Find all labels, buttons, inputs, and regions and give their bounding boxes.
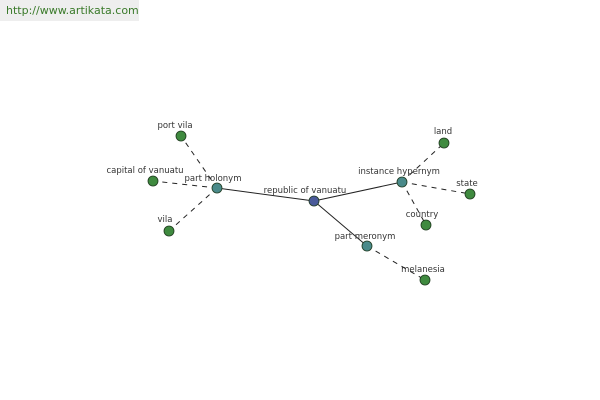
label-vila[interactable]: vila bbox=[158, 215, 173, 225]
node-part-holonym[interactable] bbox=[211, 182, 223, 194]
label-port-vila[interactable]: port vila bbox=[157, 121, 192, 131]
node-capital-of-vanuatu[interactable] bbox=[147, 175, 159, 187]
edge-center-part-meronym bbox=[313, 200, 368, 247]
label-part-meronym[interactable]: part meronym bbox=[335, 232, 396, 242]
node-port-vila[interactable] bbox=[175, 130, 187, 142]
label-state[interactable]: state bbox=[456, 179, 478, 189]
node-republic-of-vanuatu[interactable] bbox=[308, 195, 320, 207]
edge-instance-hypernym-country bbox=[401, 181, 427, 226]
edge-part-holonym-vila bbox=[168, 187, 218, 232]
label-land[interactable]: land bbox=[434, 127, 452, 137]
node-vila[interactable] bbox=[163, 225, 175, 237]
edge-center-instance-hypernym bbox=[313, 181, 403, 202]
edge-center-part-holonym bbox=[216, 187, 315, 202]
graph-edges bbox=[152, 135, 471, 281]
node-state[interactable] bbox=[464, 188, 476, 200]
node-country[interactable] bbox=[420, 219, 432, 231]
label-part-holonym[interactable]: part holonym bbox=[185, 174, 242, 184]
graph-nodes bbox=[147, 130, 476, 286]
node-land[interactable] bbox=[438, 137, 450, 149]
label-instance-hypernym[interactable]: instance hypernym bbox=[358, 167, 440, 177]
node-instance-hypernym[interactable] bbox=[396, 176, 408, 188]
edge-instance-hypernym-state bbox=[401, 181, 471, 195]
edge-part-holonym-capital-of-vanuatu bbox=[152, 180, 218, 189]
node-part-meronym[interactable] bbox=[361, 240, 373, 252]
edge-part-holonym-port-vila bbox=[180, 135, 218, 189]
site-url-link[interactable]: http://www.artikata.com bbox=[6, 4, 139, 17]
edge-part-meronym-melanesia bbox=[366, 245, 426, 281]
label-country[interactable]: country bbox=[406, 210, 439, 220]
graph-labels: republic of vanuatu part holonym instance … bbox=[106, 121, 477, 275]
site-url-banner: http://www.artikata.com bbox=[0, 0, 139, 21]
node-melanesia[interactable] bbox=[419, 274, 431, 286]
label-capital-of-vanuatu[interactable]: capital of vanuatu bbox=[106, 166, 183, 176]
label-melanesia[interactable]: melanesia bbox=[401, 265, 445, 275]
label-republic-of-vanuatu[interactable]: republic of vanuatu bbox=[264, 186, 347, 196]
